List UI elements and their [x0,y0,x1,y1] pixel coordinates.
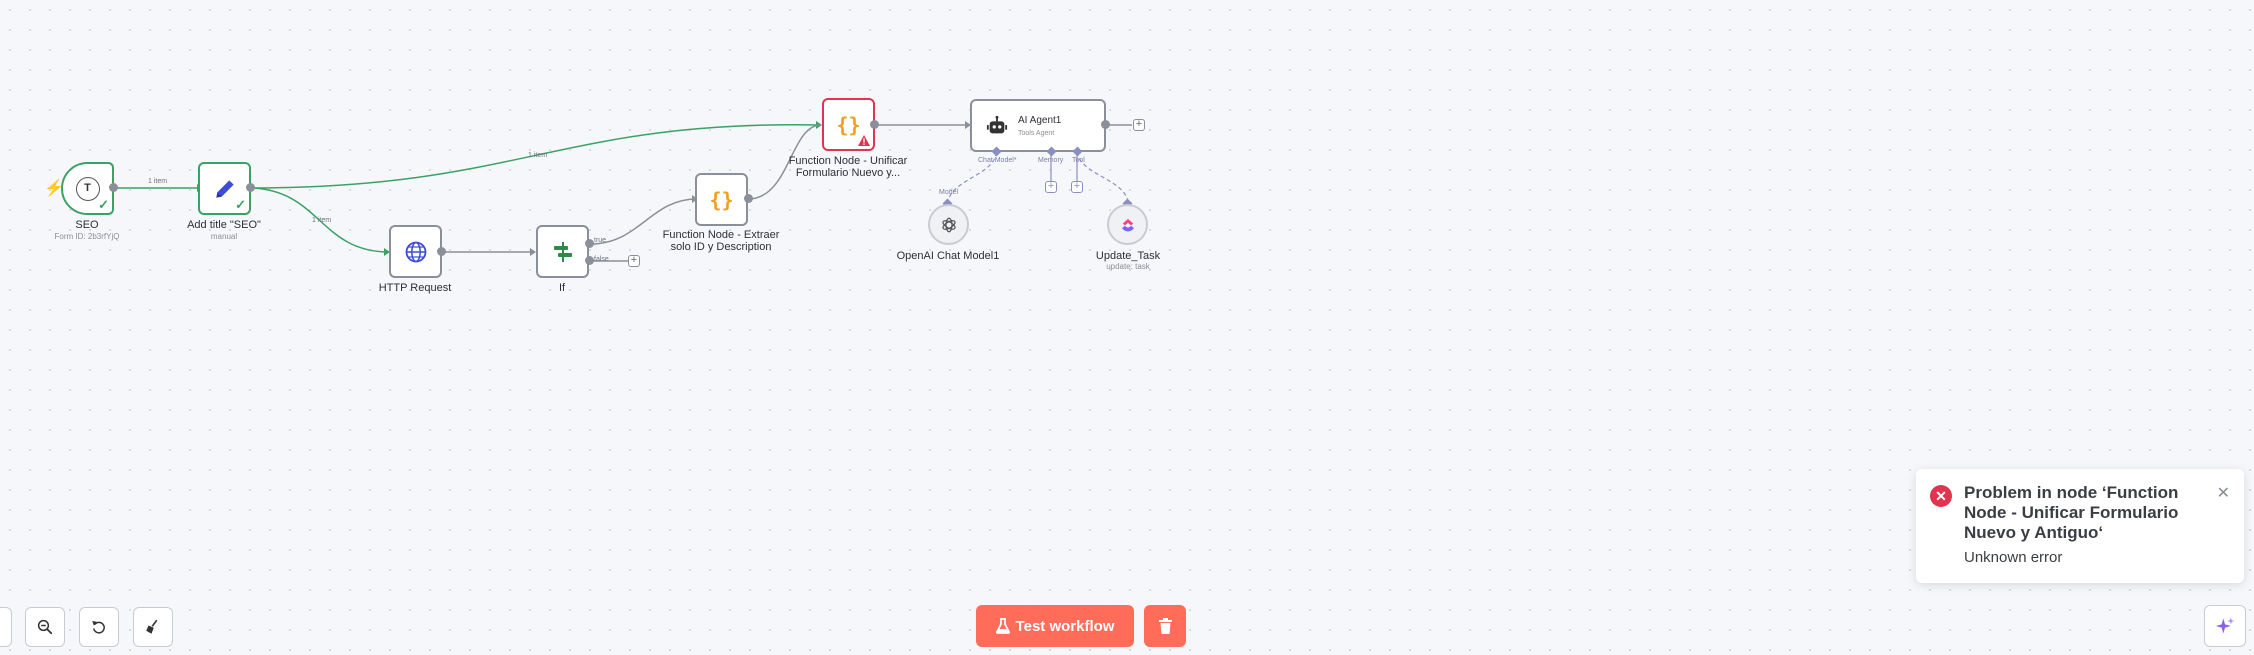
zoom-out-button[interactable] [25,607,65,647]
node-if[interactable] [536,225,589,278]
edge-label-add-unificar: 1 item [528,152,548,159]
seo-subtitle: Form ID: 2b3rfYjQ [54,232,120,241]
if-true-port[interactable] [585,239,594,248]
tool-port-label: Tool [1072,157,1085,164]
globe-icon [405,241,426,262]
zoom-out-icon [37,619,53,635]
error-toast: ✕ Problem in node ‘Function Node - Unifi… [1916,469,2244,583]
node-ai-agent[interactable]: AI Agent1 Tools Agent [970,99,1106,152]
close-icon[interactable]: ✕ [2216,485,2230,502]
tool-add-button[interactable]: + [1071,181,1083,193]
ai-agent-output-port[interactable] [1101,120,1110,129]
ai-agent-title: AI Agent1 [1018,114,1062,126]
code-braces-icon: {} [836,112,861,137]
ai-agent-add-button[interactable]: + [1133,119,1145,131]
toast-message: Unknown error [1964,549,2063,566]
memory-port-label: Memory [1038,157,1064,164]
http-title: HTTP Request [378,282,452,294]
if-true-label: true [594,237,607,244]
node-update-task[interactable] [1107,204,1148,245]
extraer-output-port[interactable] [744,194,753,203]
trash-icon [1158,618,1172,634]
add-title-subtitle: manual [210,232,238,241]
trigger-bolt-icon: ⚡ [44,180,64,197]
seo-title: SEO [75,219,99,231]
node-add-title[interactable]: ✓ [198,162,251,215]
flask-icon [995,618,1010,634]
edge-label-seo-add: 1 item [148,178,168,185]
unificar-output-port[interactable] [870,120,879,129]
ai-assistant-button[interactable] [2204,605,2246,647]
success-check-icon: ✓ [98,197,109,212]
memory-add-button[interactable]: + [1045,181,1057,193]
node-seo[interactable]: T ✓ [61,162,114,215]
pencil-icon [215,179,234,198]
update-task-title: Update_Task [1095,250,1161,262]
openai-model-port-label: Model [939,189,959,196]
edge-label-add-http: 1 item [312,217,332,224]
delete-button[interactable] [1144,605,1186,647]
error-circle-icon: ✕ [1930,485,1952,507]
broom-icon [146,619,158,634]
test-workflow-button[interactable]: Test workflow [976,605,1134,647]
add-title-output-port[interactable] [246,183,255,192]
reset-zoom-button[interactable] [79,607,119,647]
seo-output-port[interactable] [109,183,118,192]
tidy-up-button[interactable] [133,607,173,647]
robot-icon [986,115,1008,133]
update-task-subtitle: update: task [1106,262,1150,271]
add-title-title: Add title "SEO" [187,219,261,231]
node-openai-chat-model[interactable] [928,204,969,245]
openai-logo-icon [941,217,956,232]
success-check-icon: ✓ [235,197,246,212]
form-trigger-icon: T [75,176,100,201]
toast-title: Problem in node ‘Function Node - Unifica… [1964,483,2179,542]
if-false-port[interactable] [585,256,594,265]
node-http-request[interactable] [389,225,442,278]
node-function-extraer[interactable]: {} [695,173,748,226]
http-output-port[interactable] [437,247,446,256]
zoom-to-fit-button[interactable] [0,607,12,647]
node-function-unificar[interactable]: {} [822,98,875,151]
if-title: If [558,282,566,294]
openai-title: OpenAI Chat Model1 [896,250,1000,262]
sparkle-icon [2215,617,2235,634]
clickup-logo-icon [1121,218,1134,231]
test-workflow-label: Test workflow [1015,617,1115,635]
undo-icon [92,621,105,634]
ai-agent-subtitle: Tools Agent [1018,129,1055,137]
if-false-add-button[interactable]: + [628,255,640,267]
if-false-label: false [594,256,609,263]
if-branch-icon [553,241,572,262]
code-braces-icon: {} [709,187,734,212]
warning-triangle-icon [858,135,870,146]
chat-model-port-label: Chat Model* [978,157,1017,164]
